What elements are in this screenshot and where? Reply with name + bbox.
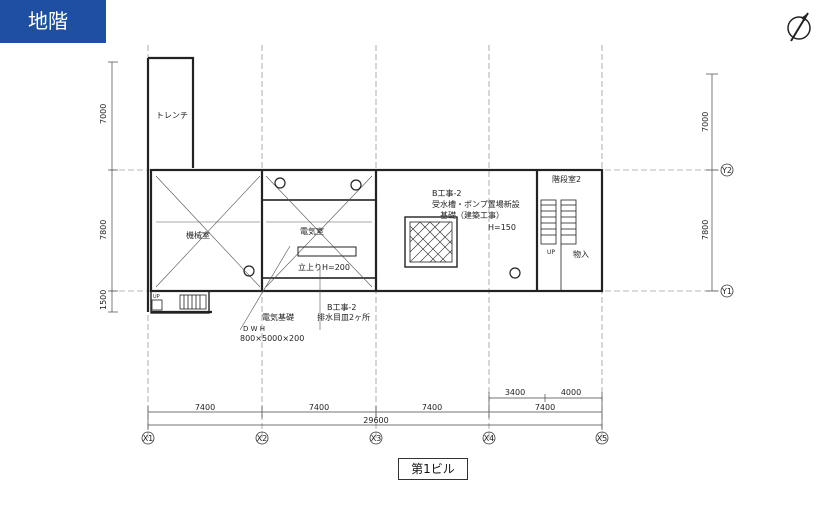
floor-badge: 地階 bbox=[0, 0, 106, 43]
pump-base-hatch bbox=[404, 216, 458, 268]
grid-lines bbox=[110, 45, 720, 440]
note-b-work-lower-2: 排水目皿2ヶ所 bbox=[317, 312, 370, 322]
note-b-work-upper-4: H=150 bbox=[488, 223, 516, 232]
stairs-right bbox=[540, 199, 577, 290]
dim-left-7000: 7000 bbox=[99, 104, 108, 124]
grid-label-y2: Y2 bbox=[721, 166, 732, 175]
up-mark-stairs: UP bbox=[547, 249, 555, 256]
room-label-electrical-room: 電気室 bbox=[300, 226, 324, 236]
dim-sub-4000: 4000 bbox=[561, 388, 581, 397]
grid-label-x1: X1 bbox=[143, 434, 154, 443]
note-b-work-upper-1: B工事-2 bbox=[432, 188, 461, 198]
dim-right-7000: 7000 bbox=[701, 112, 710, 132]
dim-right-7800: 7800 bbox=[701, 220, 710, 240]
dim-total: 29600 bbox=[363, 416, 388, 425]
note-dwh-labels: D W H bbox=[243, 325, 265, 333]
dim-left-1500: 1500 bbox=[99, 290, 108, 310]
walls bbox=[146, 56, 604, 314]
up-mark-small: UP bbox=[153, 294, 160, 300]
grid-markers bbox=[141, 163, 734, 445]
grid-label-x4: X4 bbox=[484, 434, 495, 443]
drain-symbols bbox=[243, 177, 521, 279]
grid-label-y1: Y1 bbox=[721, 287, 732, 296]
grid-label-x2: X2 bbox=[257, 434, 268, 443]
note-elec-base: 電気基礎 bbox=[262, 312, 294, 322]
dimension-lines bbox=[108, 61, 718, 430]
grid-label-x5: X5 bbox=[597, 434, 608, 443]
room-label-storage: 物入 bbox=[573, 249, 589, 259]
dim-bay-2: 7400 bbox=[309, 403, 329, 412]
room-label-trench: トレンチ bbox=[156, 111, 188, 120]
note-elec-base-dims: 800×5000×200 bbox=[240, 334, 304, 343]
dim-left-7800: 7800 bbox=[99, 220, 108, 240]
dim-bay-1: 7400 bbox=[195, 403, 215, 412]
note-b-work-lower-1: B工事-2 bbox=[327, 302, 356, 312]
room-label-machine-room: 機械室 bbox=[186, 230, 210, 240]
note-b-work-upper-3: 基礎（建築工事） bbox=[440, 210, 504, 220]
north-arrow-icon bbox=[787, 12, 811, 42]
room-diagonals bbox=[155, 175, 373, 331]
room-label-stairwell: 階段室2 bbox=[552, 174, 581, 184]
note-riser: 立上りH=200 bbox=[298, 262, 350, 272]
note-b-work-upper-2: 受水槽・ポンプ置場新設 bbox=[432, 199, 520, 209]
plan-caption: 第1ビル bbox=[398, 458, 468, 480]
grid-label-x3: X3 bbox=[371, 434, 382, 443]
dim-bay-4: 7400 bbox=[535, 403, 555, 412]
electrical-base bbox=[297, 246, 357, 257]
stairs-lower-left bbox=[151, 294, 207, 311]
dim-bay-3: 7400 bbox=[422, 403, 442, 412]
dim-sub-3400: 3400 bbox=[505, 388, 525, 397]
